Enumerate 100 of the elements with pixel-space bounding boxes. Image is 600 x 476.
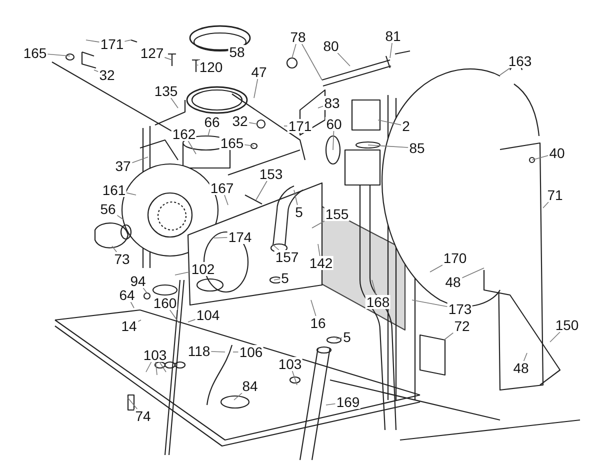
- leader-line: [461, 268, 484, 278]
- leader-line: [312, 220, 325, 228]
- callout-number: 40: [548, 146, 566, 160]
- callout-number: 47: [250, 65, 268, 79]
- callout-number: 103: [142, 348, 168, 362]
- leader-line: [254, 78, 258, 98]
- leader-line: [337, 52, 350, 66]
- callout-number: 169: [335, 395, 361, 409]
- callout-number: 155: [324, 207, 350, 221]
- callout-number: 157: [274, 250, 300, 264]
- leader-line: [326, 403, 336, 406]
- callout-number: 171: [99, 37, 125, 51]
- callout-number: 85: [408, 141, 426, 155]
- callout-number: 32: [231, 114, 249, 128]
- callout-number: 5: [342, 330, 352, 344]
- leader-line: [126, 192, 136, 196]
- callout-number: 81: [384, 29, 402, 43]
- leader-line: [208, 128, 210, 136]
- leader-line: [224, 194, 228, 206]
- leader-line: [292, 44, 296, 58]
- callout-number: 173: [447, 302, 473, 316]
- leader-line: [272, 244, 280, 250]
- leader-line: [128, 398, 138, 410]
- callout-number: 56: [99, 202, 117, 216]
- leader-line: [550, 332, 560, 342]
- leader-line: [86, 40, 100, 42]
- callout-number: 48: [512, 361, 530, 375]
- callout-number: 73: [113, 252, 131, 266]
- callout-number: 37: [114, 159, 132, 173]
- leader-line: [294, 190, 298, 206]
- leader-line: [146, 362, 152, 372]
- leader-line: [368, 144, 409, 148]
- callout-number: 103: [277, 357, 303, 371]
- leader-line: [112, 246, 118, 252]
- callout-number: 163: [507, 54, 533, 68]
- callout-number: 127: [139, 46, 165, 60]
- callout-number: 74: [134, 409, 152, 423]
- leader-line: [210, 351, 226, 352]
- leader-line: [159, 362, 166, 372]
- leader-line: [318, 106, 324, 108]
- callout-number: 120: [198, 60, 224, 74]
- callout-number: 106: [238, 345, 264, 359]
- callout-number: 5: [280, 271, 290, 285]
- leader-line: [131, 156, 148, 164]
- leader-line: [336, 338, 342, 340]
- leader-line: [332, 130, 334, 150]
- leader-line: [244, 144, 254, 146]
- leader-line: [137, 320, 142, 322]
- callout-number: 153: [258, 167, 284, 181]
- callout-number: 64: [118, 288, 136, 302]
- callout-number: 32: [98, 68, 116, 82]
- leader-line: [214, 237, 228, 238]
- callout-number: 170: [442, 251, 468, 265]
- leader-line: [444, 332, 454, 340]
- callout-number: 71: [546, 188, 564, 202]
- callout-number: 160: [152, 296, 178, 310]
- callout-number: 165: [22, 46, 48, 60]
- callout-number: 80: [322, 39, 340, 53]
- callout-number: 165: [219, 136, 245, 150]
- leader-line: [116, 214, 124, 220]
- callout-number: 78: [289, 30, 307, 44]
- callout-number: 162: [171, 127, 197, 141]
- leader-line: [430, 264, 443, 272]
- leader-line: [174, 271, 191, 276]
- leader-line: [130, 302, 134, 308]
- leader-line: [292, 370, 298, 386]
- leader-line: [94, 70, 99, 72]
- callout-number: 60: [325, 117, 343, 131]
- callout-number: 167: [209, 181, 235, 195]
- leader-line: [412, 300, 448, 308]
- callout-number: 94: [129, 274, 147, 288]
- callout-number: 48: [444, 275, 462, 289]
- leader-line: [124, 40, 132, 42]
- callout-number: 102: [190, 262, 216, 276]
- leader-line: [142, 288, 148, 294]
- leader-line: [523, 352, 528, 362]
- callout-number: 58: [228, 45, 246, 59]
- callout-number: 168: [365, 295, 391, 309]
- callout-number: 142: [308, 256, 334, 270]
- leader-line: [188, 319, 196, 322]
- leader-line: [188, 140, 196, 154]
- callout-number: 72: [453, 319, 471, 333]
- leader-line: [274, 278, 280, 280]
- callout-number: 171: [287, 119, 313, 133]
- callout-number: 14: [120, 319, 138, 333]
- callout-number: 161: [101, 183, 127, 197]
- callout-number: 16: [309, 316, 327, 330]
- leader-line: [234, 392, 242, 400]
- leader-line: [256, 180, 268, 200]
- leader-line: [378, 120, 402, 126]
- leader-line: [390, 42, 392, 58]
- callout-number: 2: [401, 119, 411, 133]
- leader-line: [542, 202, 549, 208]
- callout-number: 135: [153, 84, 179, 98]
- callout-number: 83: [323, 96, 341, 110]
- leader-line: [47, 54, 70, 56]
- callout-number: 118: [186, 344, 212, 358]
- leader-line: [170, 310, 180, 324]
- callout-number: 66: [203, 115, 221, 129]
- leader-line: [318, 244, 320, 256]
